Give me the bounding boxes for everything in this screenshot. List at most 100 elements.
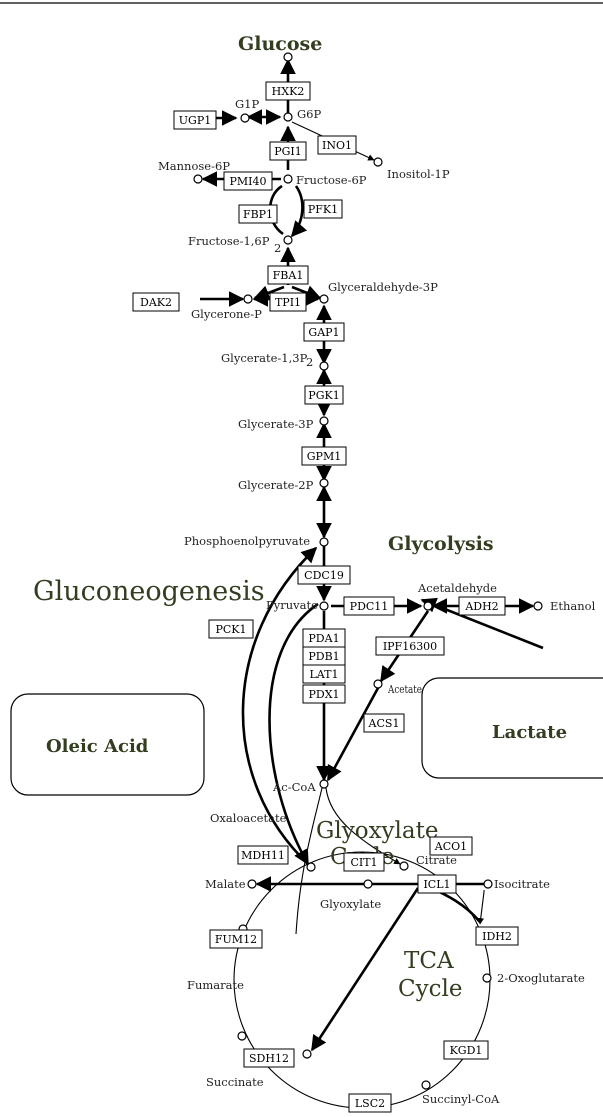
label-fumarate: Fumarate [187, 978, 244, 992]
enzyme-ugp1: UGP1 [173, 110, 217, 130]
svg-text:MDH11: MDH11 [241, 849, 285, 862]
enzyme-boxes: HXK2 UGP1 PGI1 INO1 PMI40 FBP1 PFK1 FBA1… [132, 81, 519, 1113]
svg-text:IDH2: IDH2 [482, 930, 512, 943]
svg-text:PGK1: PGK1 [308, 389, 339, 402]
label-pyruvate: Pyruvate [266, 598, 318, 612]
label-pep: Phosphoenolpyruvate [184, 534, 310, 548]
enzyme-adh2: ADH2 [458, 596, 506, 616]
glycolysis-title: Glycolysis [388, 533, 494, 555]
lactate-box: Lactate [421, 677, 603, 779]
label-malate: Malate [205, 877, 246, 891]
label-oxaloacetate: Oxaloacetate [210, 811, 287, 825]
label-glyoxylate: Glyoxylate [320, 897, 381, 911]
glyoxylate-title-line1: Glyoxylate [316, 818, 438, 844]
enzyme-fba1: FBA1 [267, 265, 309, 285]
enzyme-dak2: DAK2 [132, 292, 180, 312]
label-glycerate2p: Glycerate-2P [238, 478, 314, 492]
oleic-acid-box: Oleic Acid [10, 693, 205, 796]
label-succinate: Succinate [206, 1075, 264, 1089]
svg-text:TPI1: TPI1 [275, 296, 301, 309]
svg-text:ACS1: ACS1 [368, 717, 400, 730]
svg-text:PDB1: PDB1 [308, 650, 339, 663]
svg-text:GAP1: GAP1 [308, 326, 339, 339]
enzyme-pdc11: PDC11 [343, 596, 395, 616]
label-fructose16p: Fructose-1,6P [188, 234, 270, 248]
enzyme-cit1: CIT1 [343, 852, 385, 872]
svg-text:PDX1: PDX1 [308, 688, 339, 701]
enzyme-tpi1: TPI1 [269, 292, 307, 312]
svg-text:DAK2: DAK2 [140, 296, 172, 309]
enzyme-ipf16300: IPF16300 [375, 636, 445, 656]
enzyme-pda1: PDA1 [302, 628, 346, 648]
svg-text:CIT1: CIT1 [350, 856, 377, 869]
label-sub2b: 2 [306, 355, 313, 369]
svg-text:PMI40: PMI40 [229, 175, 266, 188]
enzyme-sdh12: SDH12 [243, 1048, 295, 1068]
label-g1p: G1P [235, 97, 260, 111]
enzyme-fum12: FUM12 [209, 929, 263, 949]
label-acoa: Ac-CoA [272, 780, 316, 794]
svg-text:FBP1: FBP1 [243, 208, 273, 221]
enzyme-fbp1: FBP1 [238, 204, 278, 224]
enzyme-pdx1: PDX1 [302, 684, 346, 704]
svg-text:HXK2: HXK2 [272, 85, 305, 98]
svg-text:PGI1: PGI1 [274, 145, 302, 158]
svg-text:ICL1: ICL1 [423, 878, 450, 891]
svg-text:UGP1: UGP1 [179, 114, 211, 127]
oleic-acid-label: Oleic Acid [46, 736, 149, 757]
label-glycerate13p: Glycerate-1,3P [221, 351, 308, 365]
lactate-label: Lactate [492, 722, 567, 743]
glucose-title: Glucose [238, 33, 322, 55]
label-isocitrate: Isocitrate [494, 877, 550, 891]
label-glyceroneP: Glycerone-P [191, 307, 262, 321]
metabolite-nodes [193, 52, 543, 1090]
enzyme-lat1: LAT1 [302, 664, 346, 684]
svg-text:CDC19: CDC19 [304, 569, 344, 582]
tca-title-line2: Cycle [398, 976, 462, 1002]
label-oxoglutarate: 2-Oxoglutarate [497, 971, 585, 985]
svg-text:INO1: INO1 [322, 139, 352, 152]
enzyme-acs1: ACS1 [363, 713, 405, 733]
label-glycerate3p: Glycerate-3P [238, 417, 314, 431]
enzyme-aco1: ACO1 [429, 836, 473, 856]
label-fructose6p: Fructose-6P [296, 173, 367, 187]
svg-text:GPM1: GPM1 [307, 450, 341, 463]
enzyme-icl1: ICL1 [417, 874, 457, 894]
label-mannose6p: Mannose-6P [158, 159, 230, 173]
enzyme-pck1: PCK1 [208, 619, 254, 639]
svg-text:LSC2: LSC2 [355, 1097, 385, 1110]
label-acetaldehyde: Acetaldehyde [417, 581, 497, 595]
label-citrate: Citrate [416, 853, 457, 867]
enzyme-gpm1: GPM1 [301, 446, 347, 466]
enzyme-idh2: IDH2 [475, 926, 519, 946]
enzyme-gap1: GAP1 [303, 322, 345, 342]
enzyme-pgk1: PGK1 [304, 385, 344, 405]
enzyme-pgi1: PGI1 [269, 141, 307, 161]
label-g6p: G6P [297, 107, 322, 121]
enzyme-pmi40: PMI40 [223, 171, 273, 191]
svg-text:LAT1: LAT1 [310, 668, 339, 681]
enzyme-pfk1: PFK1 [303, 199, 343, 219]
enzyme-lsc2: LSC2 [348, 1093, 392, 1113]
svg-text:PDC11: PDC11 [350, 600, 389, 613]
enzyme-mdh11: MDH11 [237, 845, 289, 865]
label-succinylcoa: Succinyl-CoA [422, 1092, 500, 1106]
label-inositol1p: Inositol-1P [387, 167, 450, 181]
enzyme-hxk2: HXK2 [265, 81, 311, 101]
label-sub2: 2 [274, 241, 281, 255]
svg-text:FUM12: FUM12 [215, 933, 257, 946]
enzyme-pdb1: PDB1 [302, 646, 346, 666]
svg-text:SDH12: SDH12 [249, 1052, 289, 1065]
svg-text:KGD1: KGD1 [450, 1044, 483, 1057]
svg-text:IPF16300: IPF16300 [383, 640, 437, 653]
enzyme-ino1: INO1 [317, 135, 357, 155]
svg-text:FBA1: FBA1 [273, 269, 304, 282]
enzyme-kgd1: KGD1 [443, 1040, 489, 1060]
svg-text:ACO1: ACO1 [434, 840, 467, 853]
enzyme-cdc19: CDC19 [297, 565, 351, 585]
label-acetate: Acetate [387, 682, 422, 696]
label-glyceraldehyde3p: Glyceraldehyde-3P [328, 280, 438, 294]
svg-text:ADH2: ADH2 [464, 600, 498, 613]
gluconeogenesis-title: Gluconeogenesis [33, 576, 265, 607]
